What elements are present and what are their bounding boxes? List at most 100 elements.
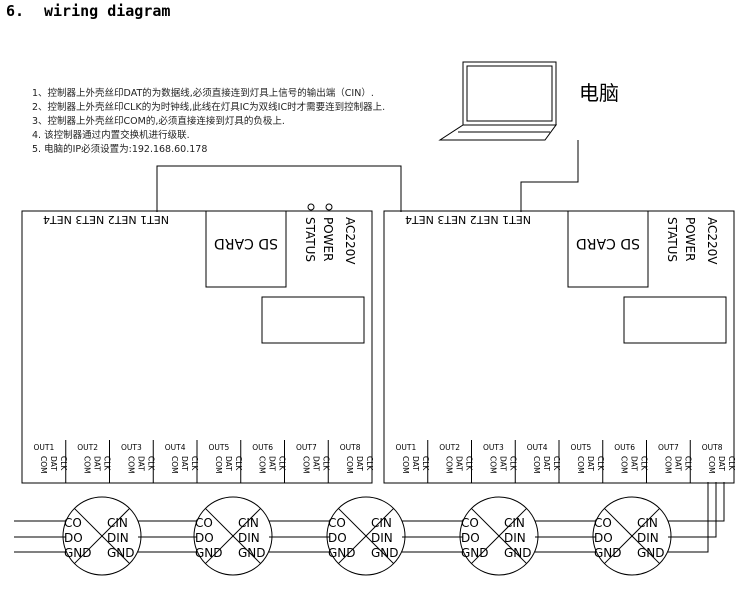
sd-card-label: SD CARD (214, 235, 278, 251)
pin-label-com: COM (663, 456, 672, 474)
lamp-input-label: CIN (637, 516, 658, 530)
pin-label-clk: CLK (365, 456, 374, 471)
pin-label-com: COM (707, 456, 716, 474)
output-label: OUT1 (34, 443, 55, 452)
output-label: OUT1 (396, 443, 417, 452)
note-4: 4. 该控制器通过内置交换机进行级联. (32, 129, 190, 141)
lamp-input-label: CIN (371, 516, 392, 530)
output-label: OUT7 (296, 443, 317, 452)
display-window (261, 296, 365, 344)
lamp-input-label: GND (504, 546, 532, 560)
pin-label-dat: DAT (136, 456, 145, 471)
lamp-output-label: CO (64, 516, 82, 530)
pin-label-clk: CLK (508, 456, 517, 471)
output-label: OUT8 (340, 443, 361, 452)
pin-label-dat: DAT (224, 456, 233, 471)
output-label: OUT3 (121, 443, 142, 452)
lamp-output-label: GND (461, 546, 489, 560)
output-label: OUT4 (165, 443, 186, 452)
output-label: OUT2 (439, 443, 460, 452)
lamp-output-label: DO (64, 531, 83, 545)
notes-list: 1、控制器上外壳丝印DAT的为数据线,必须直接连到灯具上信号的输出端（CIN）.… (32, 87, 385, 155)
pin-label-com: COM (620, 456, 629, 474)
lamp-output-label: CO (195, 516, 213, 530)
lamp-input-label: GND (238, 546, 266, 560)
pin-label-dat: DAT (93, 456, 102, 471)
pin-label-com: COM (258, 456, 267, 474)
ac220v-label: AC220V (343, 217, 357, 265)
lamp-output-label: GND (195, 546, 223, 560)
output-label: OUT5 (209, 443, 230, 452)
lamp-output-label: GND (594, 546, 622, 560)
pin-label-dat: DAT (498, 456, 507, 471)
pin-label-dat: DAT (180, 456, 189, 471)
lamp-output-label: DO (461, 531, 480, 545)
pin-label-clk: CLK (59, 456, 68, 471)
net-port-labels: NET1 NET2 NET3 NET4 (405, 213, 531, 226)
lamp-output-label: GND (328, 546, 356, 560)
pin-label-clk: CLK (552, 456, 561, 471)
pin-label-clk: CLK (103, 456, 112, 471)
pin-label-com: COM (345, 456, 354, 474)
pin-label-clk: CLK (596, 456, 605, 471)
ac220v-label: AC220V (705, 217, 719, 265)
pin-label-com: COM (83, 456, 92, 474)
lamp-input-label: DIN (107, 531, 129, 545)
lamp-output-label: DO (195, 531, 214, 545)
lamp-wiring (14, 482, 725, 553)
pin-label-clk: CLK (640, 456, 649, 471)
sd-card-slot (567, 210, 649, 288)
lamp-input-label: DIN (637, 531, 659, 545)
laptop-icon (438, 61, 557, 141)
lamp-output-label: CO (594, 516, 612, 530)
pin-label-dat: DAT (411, 456, 420, 471)
output-label: OUT2 (77, 443, 98, 452)
note-1: 1、控制器上外壳丝印DAT的为数据线,必须直接连到灯具上信号的输出端（CIN）. (32, 87, 374, 99)
lamp-input-label: GND (371, 546, 399, 560)
pin-label-clk: CLK (321, 456, 330, 471)
pin-label-clk: CLK (421, 456, 430, 471)
lamp-input-label: GND (107, 546, 135, 560)
power-label: POWER (683, 217, 697, 261)
lamp-input-label: CIN (504, 516, 525, 530)
pin-label-clk: CLK (683, 456, 692, 471)
lamp-output-label: DO (328, 531, 347, 545)
status-label: STATUS (665, 217, 679, 262)
pin-label-dat: DAT (268, 456, 277, 471)
lamp-output-label: CO (328, 516, 346, 530)
pin-label-com: COM (576, 456, 585, 474)
lamp-input-label: DIN (238, 531, 260, 545)
lamp-output-label: GND (64, 546, 92, 560)
pin-label-com: COM (170, 456, 179, 474)
pin-label-dat: DAT (455, 456, 464, 471)
lamp-output-label: CO (461, 516, 479, 530)
output-label: OUT8 (702, 443, 723, 452)
pin-label-dat: DAT (355, 456, 364, 471)
pin-label-dat: DAT (542, 456, 551, 471)
output-label: OUT6 (252, 443, 273, 452)
pin-label-com: COM (214, 456, 223, 474)
lamp-output-label: DO (594, 531, 613, 545)
lamp-input-label: CIN (107, 516, 128, 530)
lamp-input-label: CIN (238, 516, 259, 530)
pin-label-clk: CLK (234, 456, 243, 471)
pin-label-clk: CLK (727, 456, 736, 471)
section-number: 6. (6, 2, 24, 20)
pin-label-dat: DAT (311, 456, 320, 471)
